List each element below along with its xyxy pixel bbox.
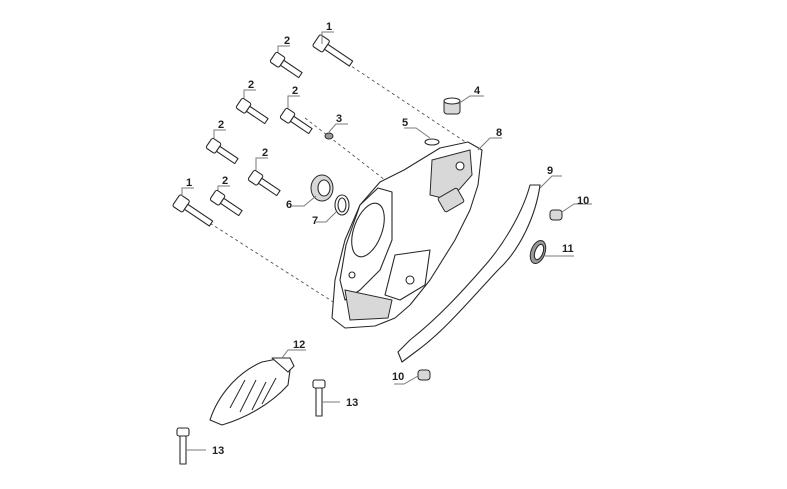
callout-2-a: 2 xyxy=(284,35,290,47)
bolt-1-left xyxy=(172,194,214,227)
callout-10-upper: 10 xyxy=(577,195,589,207)
callout-1-left: 1 xyxy=(186,177,192,189)
part-10-dowel-lower xyxy=(417,369,431,381)
callout-2-e: 2 xyxy=(262,147,268,159)
callout-5: 5 xyxy=(402,117,408,129)
callout-1-top: 1 xyxy=(326,21,332,33)
bolt-2-a xyxy=(269,51,303,79)
callout-9: 9 xyxy=(547,165,553,177)
part-10-dowel-upper xyxy=(549,209,563,221)
part-4-plug xyxy=(443,97,461,115)
part-6-cap xyxy=(310,174,334,202)
part-9-gasket xyxy=(397,184,541,363)
callout-2-c: 2 xyxy=(292,85,298,97)
part-13-bolt-right xyxy=(312,379,326,417)
callout-11: 11 xyxy=(562,243,574,255)
callout-13-right: 13 xyxy=(346,397,358,409)
bolt-2-e xyxy=(247,169,281,197)
callout-12: 12 xyxy=(293,339,305,351)
bolt-2-f xyxy=(209,189,243,217)
callout-4: 4 xyxy=(474,85,481,97)
bolt-2-c xyxy=(279,107,313,135)
callout-labels: 1 1 2 2 2 2 2 2 3 4 5 6 7 8 9 10 10 11 1… xyxy=(186,21,589,457)
callout-2-f: 2 xyxy=(222,175,228,187)
callout-8: 8 xyxy=(496,127,502,139)
part-12-guard xyxy=(209,357,295,426)
leader-lines xyxy=(181,31,592,451)
part-3-small-washer xyxy=(324,132,334,140)
part-5-o-ring xyxy=(424,138,440,146)
part-13-bolt-left xyxy=(176,427,190,465)
bolt-2-b xyxy=(235,97,269,125)
bolt-2-d xyxy=(205,137,239,165)
part-8-clutch-cover xyxy=(331,141,483,329)
callout-2-d: 2 xyxy=(218,119,224,131)
part-11-oil-seal xyxy=(529,239,547,265)
bolt-1-top xyxy=(312,34,354,67)
callout-13-left: 13 xyxy=(212,445,224,457)
callout-7: 7 xyxy=(312,215,318,227)
assembly-lines xyxy=(204,59,471,306)
callout-10-lower: 10 xyxy=(392,371,404,383)
callout-2-b: 2 xyxy=(248,79,254,91)
callout-6: 6 xyxy=(286,199,292,211)
callout-3: 3 xyxy=(336,113,342,125)
part-7-o-ring xyxy=(334,194,350,216)
